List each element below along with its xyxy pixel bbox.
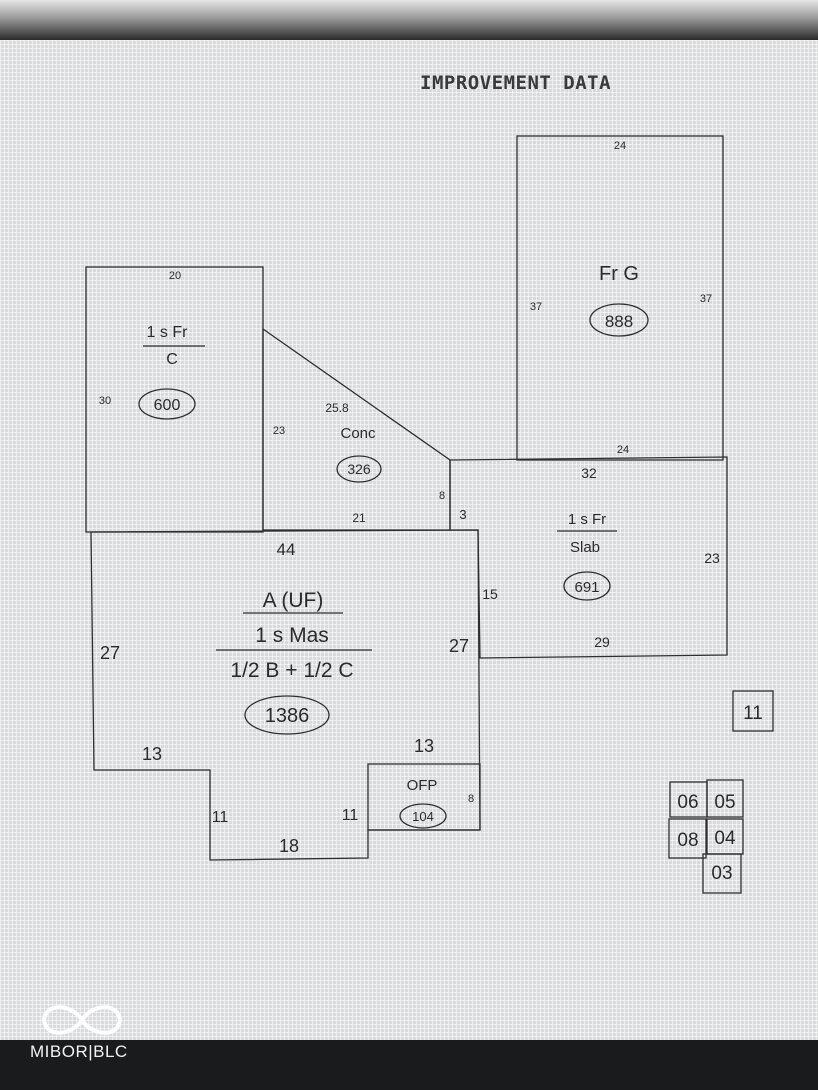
page-box-label-06: 06 bbox=[677, 792, 698, 813]
slab-area: 691 bbox=[574, 579, 599, 596]
main-body-outline bbox=[90, 529, 481, 861]
garage-dim-right: 37 bbox=[700, 293, 712, 305]
area-oval-326 bbox=[336, 455, 382, 483]
patio-dim-bottom: 21 bbox=[352, 511, 366, 525]
main-area: 1386 bbox=[265, 705, 310, 727]
porch-outline bbox=[367, 763, 481, 831]
garage-label: Fr G bbox=[599, 263, 639, 285]
page-box-label-11: 11 bbox=[743, 703, 763, 724]
page-box-05 bbox=[706, 779, 744, 818]
main-label-line1: A (UF) bbox=[263, 589, 324, 612]
porch-dim-right: 8 bbox=[468, 793, 474, 805]
patio-label: Conc bbox=[340, 425, 376, 442]
patio-area: 326 bbox=[347, 461, 371, 477]
main-label-line2: 1 s Mas bbox=[255, 624, 329, 647]
upper-left-dim-top: 20 bbox=[169, 270, 181, 282]
main-dim-bottom-right: 13 bbox=[414, 736, 434, 756]
garage-dim-top: 24 bbox=[614, 140, 626, 152]
main-dim-right: 27 bbox=[449, 636, 469, 656]
upper-left-dim-left: 30 bbox=[99, 395, 111, 407]
slab-dim-step: 3 bbox=[459, 507, 466, 522]
page-box-08 bbox=[668, 818, 707, 859]
slab-label-bottom: Slab bbox=[570, 539, 600, 556]
page-box-11 bbox=[732, 690, 774, 732]
area-oval-600 bbox=[138, 388, 196, 420]
porch-label: OFP bbox=[407, 777, 438, 794]
screen-top-edge bbox=[0, 0, 818, 40]
main-dim-top: 44 bbox=[277, 540, 296, 559]
area-oval-888 bbox=[589, 303, 649, 337]
page-box-label-08: 08 bbox=[677, 830, 698, 851]
garage-area: 888 bbox=[605, 312, 633, 331]
page-box-03 bbox=[702, 853, 742, 894]
watermark: MIBOR|BLC bbox=[30, 1000, 134, 1061]
screen-bottom-edge bbox=[0, 1040, 818, 1090]
page-box-label-03: 03 bbox=[711, 863, 732, 884]
main-dim-notch-bottom: 18 bbox=[279, 836, 299, 856]
page-box-label-04: 04 bbox=[714, 828, 736, 849]
area-oval-1386 bbox=[244, 695, 330, 735]
slab-label-top: 1 s Fr bbox=[568, 511, 606, 528]
slab-dim-right: 23 bbox=[704, 550, 720, 566]
main-dim-notch-right: 11 bbox=[342, 807, 359, 824]
main-label-line3: 1/2 B + 1/2 C bbox=[230, 659, 353, 682]
patio-dim-left: 23 bbox=[273, 425, 285, 437]
watermark-text: MIBOR|BLC bbox=[30, 1042, 128, 1061]
porch-area: 104 bbox=[412, 809, 434, 824]
patio-dim-right: 8 bbox=[439, 490, 445, 502]
document-screen bbox=[0, 40, 818, 1040]
page-box-label-05: 05 bbox=[714, 792, 735, 813]
page-title: IMPROVEMENT DATA bbox=[420, 72, 612, 94]
garage-dim-left: 37 bbox=[530, 301, 542, 313]
main-dim-left: 27 bbox=[100, 643, 120, 663]
slab-dim-bottom: 29 bbox=[594, 634, 610, 650]
upper-left-area: 600 bbox=[154, 397, 181, 414]
slab-dim-top: 32 bbox=[581, 465, 597, 481]
upper-left-label-bottom: C bbox=[166, 351, 178, 368]
slab-outline bbox=[449, 456, 728, 659]
main-dim-bottom-left: 13 bbox=[142, 744, 162, 764]
infinity-logo-icon bbox=[41, 1005, 123, 1035]
garage-outline bbox=[516, 135, 724, 461]
area-oval-691 bbox=[563, 571, 611, 601]
area-oval-104 bbox=[399, 803, 447, 829]
patio-dim-diagonal: 25.8 bbox=[325, 401, 349, 415]
slab-dim-left: 15 bbox=[482, 586, 498, 602]
main-dim-notch-left: 11 bbox=[212, 809, 229, 826]
upper-left-label-top: 1 s Fr bbox=[147, 324, 189, 341]
garage-dim-bottom: 24 bbox=[617, 444, 629, 456]
